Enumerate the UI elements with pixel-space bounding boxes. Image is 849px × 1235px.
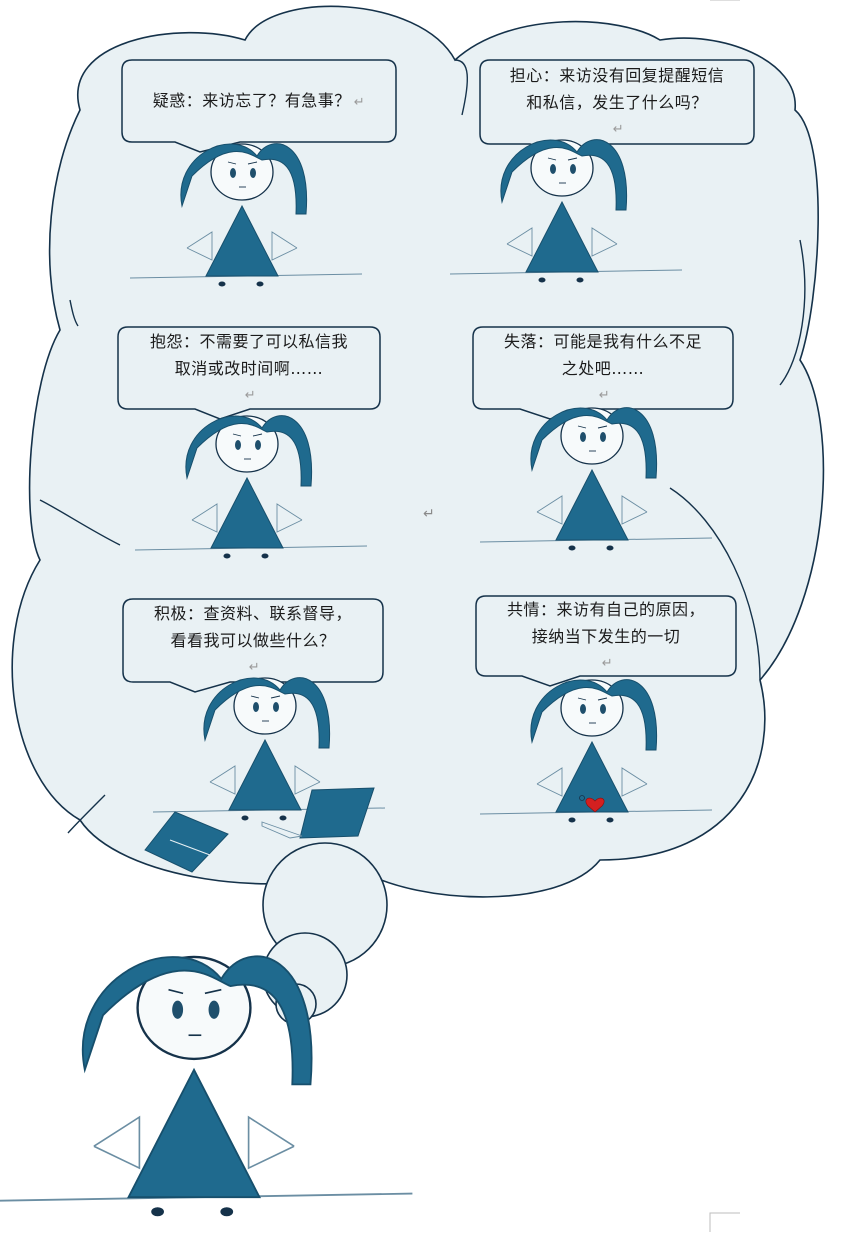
bubble-text: 接纳当下发生的一切 [531, 626, 681, 646]
bubble-text: 共情：来访有自己的原因， [506, 599, 705, 619]
bubble-text: 之处吧…… [561, 358, 645, 378]
bubble-text: 失落：可能是我有什么不足 [503, 331, 702, 351]
bubble-worry: 担心：来访没有回复提醒短信 和私信，发生了什么吗？↵ [480, 60, 754, 144]
bubble-positive: 积极：查资料、联系督导， 看看我可以做些什么？↵ [123, 599, 383, 682]
bubble-text: 疑惑：来访忘了？有急事？ [152, 90, 351, 110]
girl-figure-large [0, 955, 414, 1218]
bubble-text: 担心：来访没有回复提醒短信 [509, 65, 725, 85]
bubble-empathy: 共情：来访有自己的原因， 接纳当下发生的一切↵ [476, 596, 736, 676]
bubble-text: 看看我可以做些什么？ [170, 631, 336, 650]
paragraph-mark: ↵ [423, 506, 435, 522]
bubble-text: 抱怨：不需要了可以私信我 [149, 331, 348, 351]
bubble-doubt: 疑惑：来访忘了？有急事？↵ [152, 90, 366, 110]
book-icon [144, 811, 229, 873]
bubble-text: 取消或改时间啊…… [174, 358, 324, 378]
bubble-lost: 失落：可能是我有什么不足 之处吧……↵ [473, 327, 733, 409]
heart-icon [585, 797, 605, 813]
bubble-text: 和私信，发生了什么吗？ [526, 92, 708, 112]
bubble-complain: 抱怨：不需要了可以私信我 取消或改时间啊……↵ [118, 327, 380, 409]
speech-bubbles [117, 59, 755, 693]
bubble-text: 积极：查资料、联系督导， [153, 604, 352, 623]
laptop-icon [261, 787, 375, 839]
